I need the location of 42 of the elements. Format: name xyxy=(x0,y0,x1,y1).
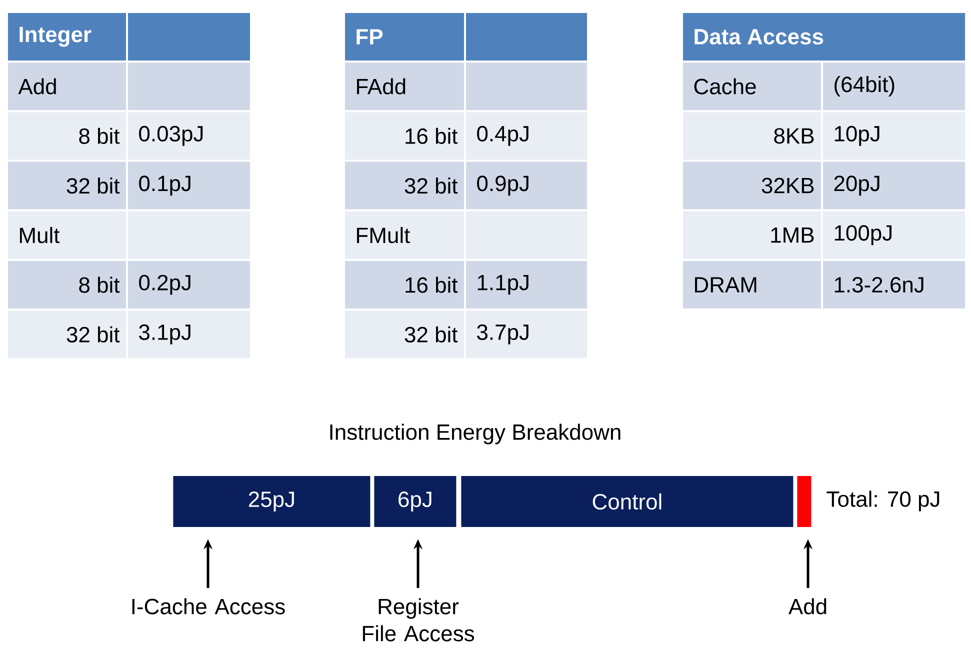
table-cell: 16 bit xyxy=(345,112,464,160)
table-cell: 16 bit xyxy=(345,261,464,308)
table-cell: 10pJ xyxy=(823,112,966,160)
bar-label: Register File Access xyxy=(362,598,474,642)
table-cell: Data Access xyxy=(683,13,966,60)
table-cell: 1MB xyxy=(683,211,821,259)
bar-label: I-Cache Access xyxy=(132,598,285,614)
table-cell: 100pJ xyxy=(823,211,966,259)
table-cell: FMult xyxy=(345,211,464,259)
table-cell: 0.2pJ xyxy=(128,261,250,308)
table-cell: Add xyxy=(8,62,126,110)
table-cell: FP xyxy=(345,13,464,60)
bar-segment xyxy=(797,476,812,527)
bar-segment: Control xyxy=(461,476,794,527)
table-cell: 3.7pJ xyxy=(466,310,587,358)
bar-segment: 6pJ xyxy=(374,476,456,527)
table-cell: 8 bit xyxy=(8,261,126,308)
table-cell: 1.1pJ xyxy=(466,261,587,308)
table-cell: 0.4pJ xyxy=(466,112,587,160)
table-cell: 32 bit xyxy=(8,162,126,210)
table-cell: 3.1pJ xyxy=(128,310,250,358)
table-cell: 20pJ xyxy=(823,162,966,210)
bar-label: Add xyxy=(788,598,826,614)
table-cell: (64bit) xyxy=(823,62,966,110)
table-cell: 0.03pJ xyxy=(128,112,250,160)
table-cell: Integer xyxy=(8,13,126,60)
table-cell: Mult xyxy=(8,211,126,259)
total-label: Total: 70 pJ xyxy=(826,490,940,512)
chart-title: Instruction Energy Breakdown xyxy=(330,424,620,444)
table-cell: 1.3-2.6nJ xyxy=(823,261,966,308)
table-cell: 0.1pJ xyxy=(128,162,250,210)
table-cell: 32 bit xyxy=(8,310,126,358)
table-cell: FAdd xyxy=(345,62,464,110)
table-cell: DRAM xyxy=(683,261,821,308)
table-cell: 32 bit xyxy=(345,162,464,210)
table-cell: 32KB xyxy=(683,162,821,210)
table-cell: 0.9pJ xyxy=(466,162,587,210)
table-cell: 8KB xyxy=(683,112,821,160)
table-cell: 32 bit xyxy=(345,310,464,358)
table-cell: Cache xyxy=(683,62,821,110)
bar-segment: 25pJ xyxy=(173,476,370,527)
table-cell: 8 bit xyxy=(8,112,126,160)
